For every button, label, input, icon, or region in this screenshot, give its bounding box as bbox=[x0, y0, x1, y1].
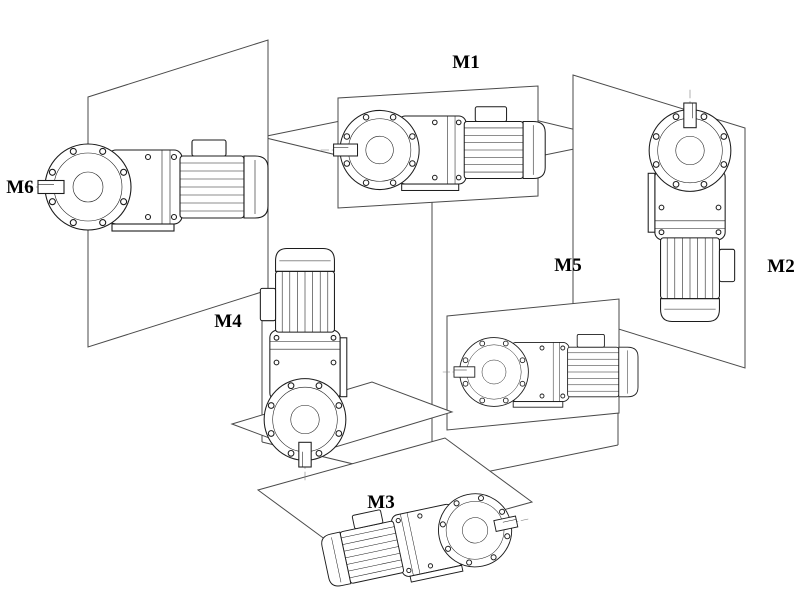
label-m6: M6 bbox=[6, 177, 33, 198]
position-labels: M1 M2 M3 M4 M5 M6 bbox=[6, 52, 794, 513]
label-m4: M4 bbox=[214, 311, 242, 332]
label-m5: M5 bbox=[554, 255, 581, 276]
label-m1: M1 bbox=[452, 52, 479, 73]
label-m2: M2 bbox=[767, 256, 794, 277]
gearmotor-m4 bbox=[259, 247, 348, 481]
label-m3: M3 bbox=[367, 492, 394, 513]
mounting-plane-m3 bbox=[256, 437, 534, 555]
